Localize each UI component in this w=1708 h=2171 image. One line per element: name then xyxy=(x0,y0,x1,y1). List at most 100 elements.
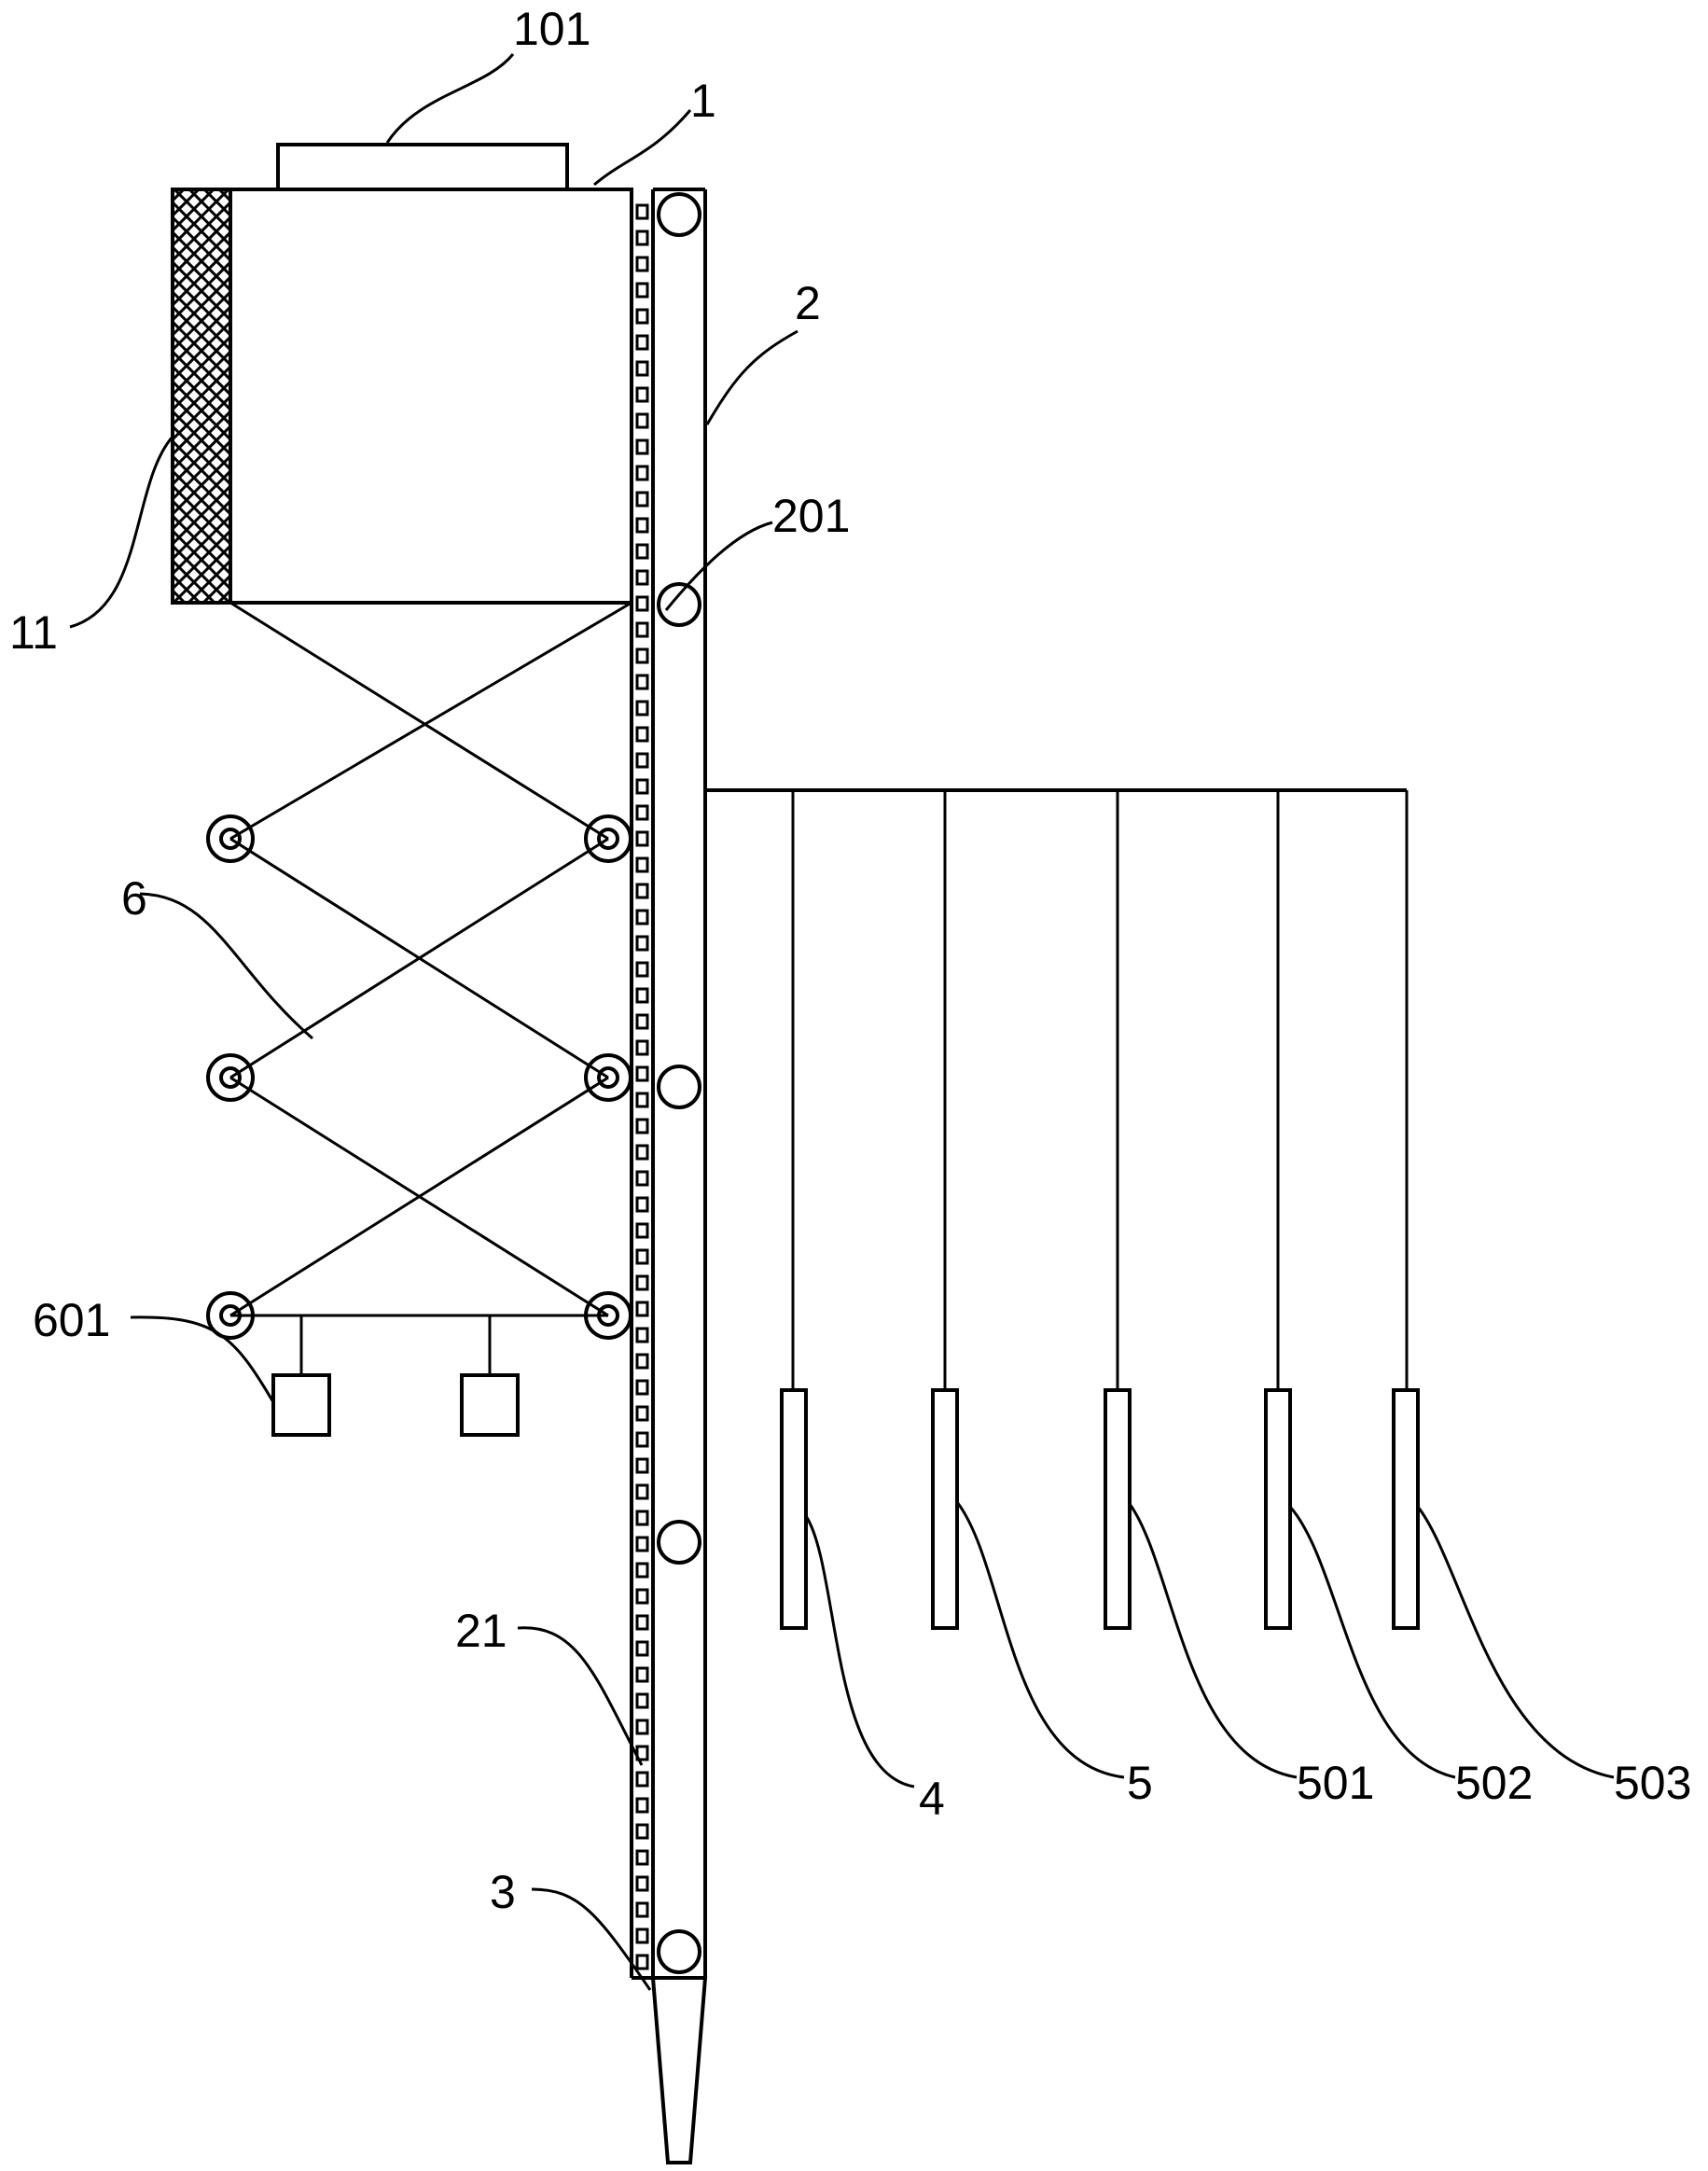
probe-503 xyxy=(1392,1388,1420,1630)
scissor-pivots xyxy=(206,814,632,1340)
rail-rung xyxy=(635,1562,649,1579)
main-box-1 xyxy=(229,188,633,605)
rail-rung xyxy=(635,412,649,429)
rollers-201 xyxy=(657,192,701,1974)
rail-rung xyxy=(635,1301,649,1317)
rail-rung xyxy=(635,1536,649,1552)
label-5: 5 xyxy=(1127,1757,1153,1809)
label-503: 503 xyxy=(1614,1757,1691,1809)
pivot xyxy=(206,1291,255,1340)
rail-rung xyxy=(635,465,649,481)
roller xyxy=(657,582,701,627)
rail-rung xyxy=(635,935,649,952)
probe-arm xyxy=(705,788,1409,1390)
rail-rung xyxy=(635,1875,649,1892)
rail-rung xyxy=(635,752,649,769)
rail-rung xyxy=(635,647,649,664)
rail-rung xyxy=(635,1483,649,1500)
callout-labels: 101 1 2 201 11 6 601 21 3 4 5 501 502 50… xyxy=(9,3,1691,1918)
label-501: 501 xyxy=(1297,1757,1374,1809)
rail-rung xyxy=(635,700,649,717)
leader-lines xyxy=(69,53,1615,1991)
rail-rung xyxy=(635,308,649,325)
rail-rung xyxy=(635,334,649,351)
rail-rung xyxy=(635,1222,649,1239)
label-502: 502 xyxy=(1455,1757,1533,1809)
pivot xyxy=(206,814,255,863)
label-11: 11 xyxy=(9,606,58,659)
rail-rung xyxy=(635,1745,649,1761)
rail-rung xyxy=(635,1092,649,1108)
rail-rung xyxy=(635,1614,649,1631)
side-panel-11 xyxy=(171,188,232,605)
rail-rung xyxy=(635,491,649,508)
pivot xyxy=(206,1053,255,1102)
rail-rung xyxy=(635,778,649,795)
rail-rung xyxy=(635,569,649,586)
weights-601 xyxy=(271,1315,520,1437)
label-2: 2 xyxy=(795,277,821,329)
label-4: 4 xyxy=(919,1773,945,1825)
rail-rung xyxy=(635,1039,649,1056)
label-201: 201 xyxy=(772,490,850,542)
roller xyxy=(657,1520,701,1565)
probe-5 xyxy=(931,1388,959,1630)
rail-rung xyxy=(635,1771,649,1788)
rail-rung xyxy=(635,1118,649,1134)
rail-rung xyxy=(635,856,649,873)
rail-rung xyxy=(635,438,649,455)
rail-rung xyxy=(635,674,649,690)
probes xyxy=(780,1388,1420,1630)
probe-501 xyxy=(1104,1388,1132,1630)
column-2 xyxy=(653,188,707,1980)
rail-rung xyxy=(635,1927,649,1944)
label-101: 101 xyxy=(513,3,590,55)
rail-rung xyxy=(635,621,649,638)
roller xyxy=(657,1929,701,1974)
rail-rung xyxy=(635,203,649,220)
rail-rung xyxy=(635,386,649,403)
rail-rung xyxy=(635,1901,649,1918)
rail-rung xyxy=(635,909,649,925)
rail-rung xyxy=(635,961,649,978)
label-1: 1 xyxy=(690,75,716,127)
rail-rung xyxy=(635,595,649,612)
rail-rung xyxy=(635,1065,649,1082)
rail-rung xyxy=(635,1719,649,1735)
rail-rung xyxy=(635,1353,649,1370)
top-plate-101 xyxy=(276,143,569,191)
rail-rung xyxy=(635,1327,649,1343)
label-601: 601 xyxy=(33,1294,110,1346)
rail-rung xyxy=(635,1144,649,1161)
rail-rung xyxy=(635,230,649,246)
rail-rung xyxy=(635,1692,649,1709)
rail-rung xyxy=(635,987,649,1004)
rail-rung xyxy=(635,1274,649,1291)
tapered-tip-3 xyxy=(650,1976,708,2164)
probe-4 xyxy=(780,1388,808,1630)
rail-rung xyxy=(635,517,649,534)
label-21: 21 xyxy=(455,1605,507,1657)
roller xyxy=(657,1065,701,1109)
rail-rung xyxy=(635,1196,649,1213)
rail-rung xyxy=(635,1640,649,1657)
rail-rung xyxy=(635,830,649,847)
scissor-linkage-6 xyxy=(229,601,632,1317)
rail-rung xyxy=(635,1954,649,1970)
rail-rung xyxy=(635,1823,649,1840)
rail-rung xyxy=(635,726,649,743)
roller xyxy=(657,192,701,237)
rail-rung xyxy=(635,1666,649,1683)
rail-rung xyxy=(635,1170,649,1187)
probe-502 xyxy=(1264,1388,1292,1630)
label-3: 3 xyxy=(490,1866,516,1918)
rail-rung xyxy=(635,256,649,272)
rail-rung xyxy=(635,1457,649,1474)
rail-rung xyxy=(635,1510,649,1526)
label-6: 6 xyxy=(121,872,147,925)
pivot xyxy=(584,814,632,863)
rail-rung xyxy=(635,543,649,560)
pivot xyxy=(584,1053,632,1102)
rail-rung xyxy=(635,1379,649,1396)
rail-rung xyxy=(635,1013,649,1030)
